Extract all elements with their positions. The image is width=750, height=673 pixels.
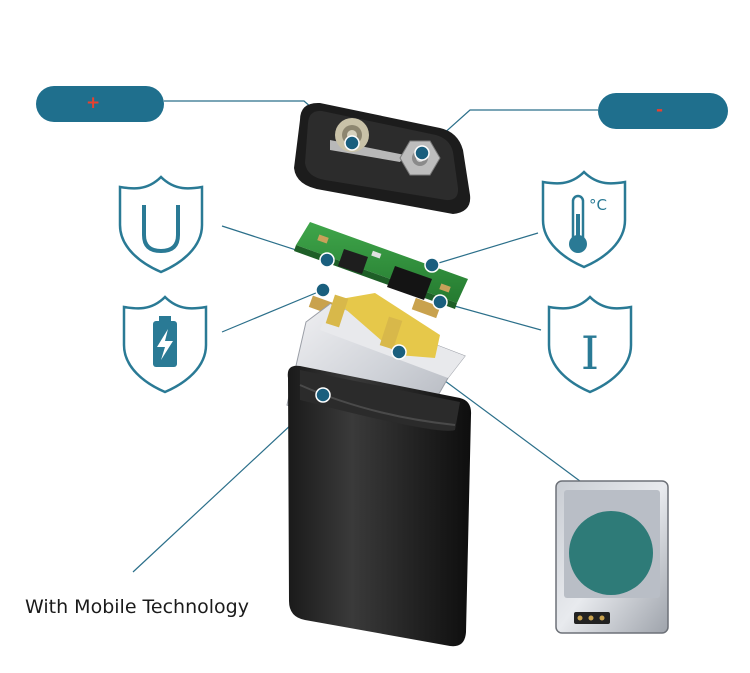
dot-cell <box>391 344 407 360</box>
dot-case <box>315 387 331 403</box>
dot-temperature <box>424 257 440 273</box>
line-battery <box>221 289 324 333</box>
positive-sign: + <box>86 93 101 113</box>
protection-pcb <box>294 222 468 319</box>
snap-terminal <box>294 102 471 214</box>
voltage-u-shield-icon <box>118 175 204 274</box>
line-current <box>439 301 542 331</box>
dot-voltage <box>319 252 335 268</box>
phone-battery <box>555 480 669 634</box>
line-temperature <box>431 232 539 266</box>
dot-negative <box>414 145 430 161</box>
dot-battery <box>315 282 331 298</box>
connector-dots <box>315 135 448 403</box>
positive-terminal-label: + <box>36 86 164 122</box>
current-symbol: I <box>581 326 599 380</box>
negative-terminal-label: - <box>598 93 728 129</box>
current-i-shield-icon: I <box>547 295 633 394</box>
temp-unit-label: °C <box>589 196 607 214</box>
negative-sign: - <box>656 100 664 120</box>
battery-housing <box>287 365 472 647</box>
thermometer-shield-icon: °C <box>541 170 627 269</box>
cell-disc <box>569 511 653 595</box>
caption-text: With Mobile Technology <box>25 596 249 618</box>
dot-positive <box>344 135 360 151</box>
dot-current <box>432 294 448 310</box>
battery-charge-shield-icon <box>122 295 208 394</box>
